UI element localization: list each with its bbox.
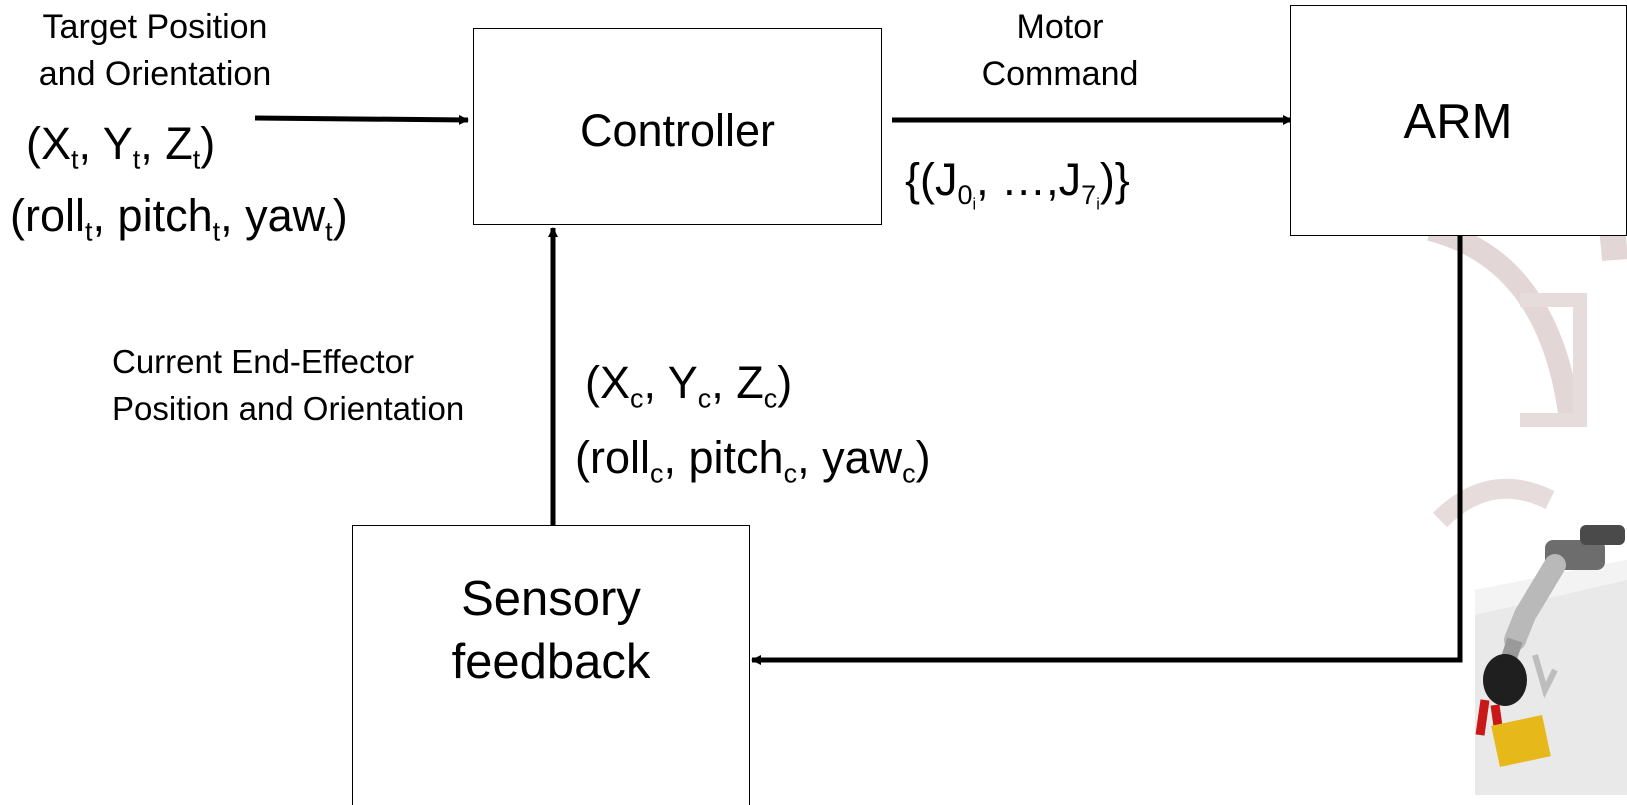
sensory-label-line1: Sensory (461, 572, 641, 626)
feedback-label-line2: Position and Orientation (112, 390, 465, 427)
feedback-label: Current End-Effector Position and Orient… (112, 338, 464, 432)
target-label-line1: Target Position (42, 8, 268, 46)
controller-box: Controller (473, 28, 882, 225)
feedback-label-line1: Current End-Effector (112, 343, 415, 380)
motor-command-label: Motor Command (945, 4, 1175, 98)
sensory-feedback-label: Sensory feedback (353, 568, 749, 694)
target-position: (Xt, Yt, Zt) (26, 118, 216, 175)
arm-label: ARM (1403, 95, 1513, 149)
target-label-line2: and Orientation (38, 55, 272, 93)
motor-command-line1: Motor (1016, 8, 1104, 46)
sensory-feedback-box: Sensory feedback (352, 525, 750, 805)
robot-arm-image (1475, 525, 1627, 795)
current-position: (Xc, Yc, Zc) (585, 357, 793, 414)
target-label: Target Position and Orientation (10, 4, 300, 98)
motor-command-line2: Command (981, 55, 1139, 93)
current-orientation: (rollc, pitchc, yawc) (575, 432, 931, 489)
controller-label: Controller (579, 105, 776, 156)
arrow-arm-to-sensory (751, 236, 1463, 665)
motor-command-expression: {(J0i, …,J7i)} (905, 154, 1130, 215)
arm-box: ARM (1290, 5, 1627, 236)
target-orientation: (rollt, pitcht, yawt) (10, 190, 348, 247)
arrow-target-to-controller (254, 114, 469, 125)
sensory-label-line2: feedback (451, 635, 651, 689)
